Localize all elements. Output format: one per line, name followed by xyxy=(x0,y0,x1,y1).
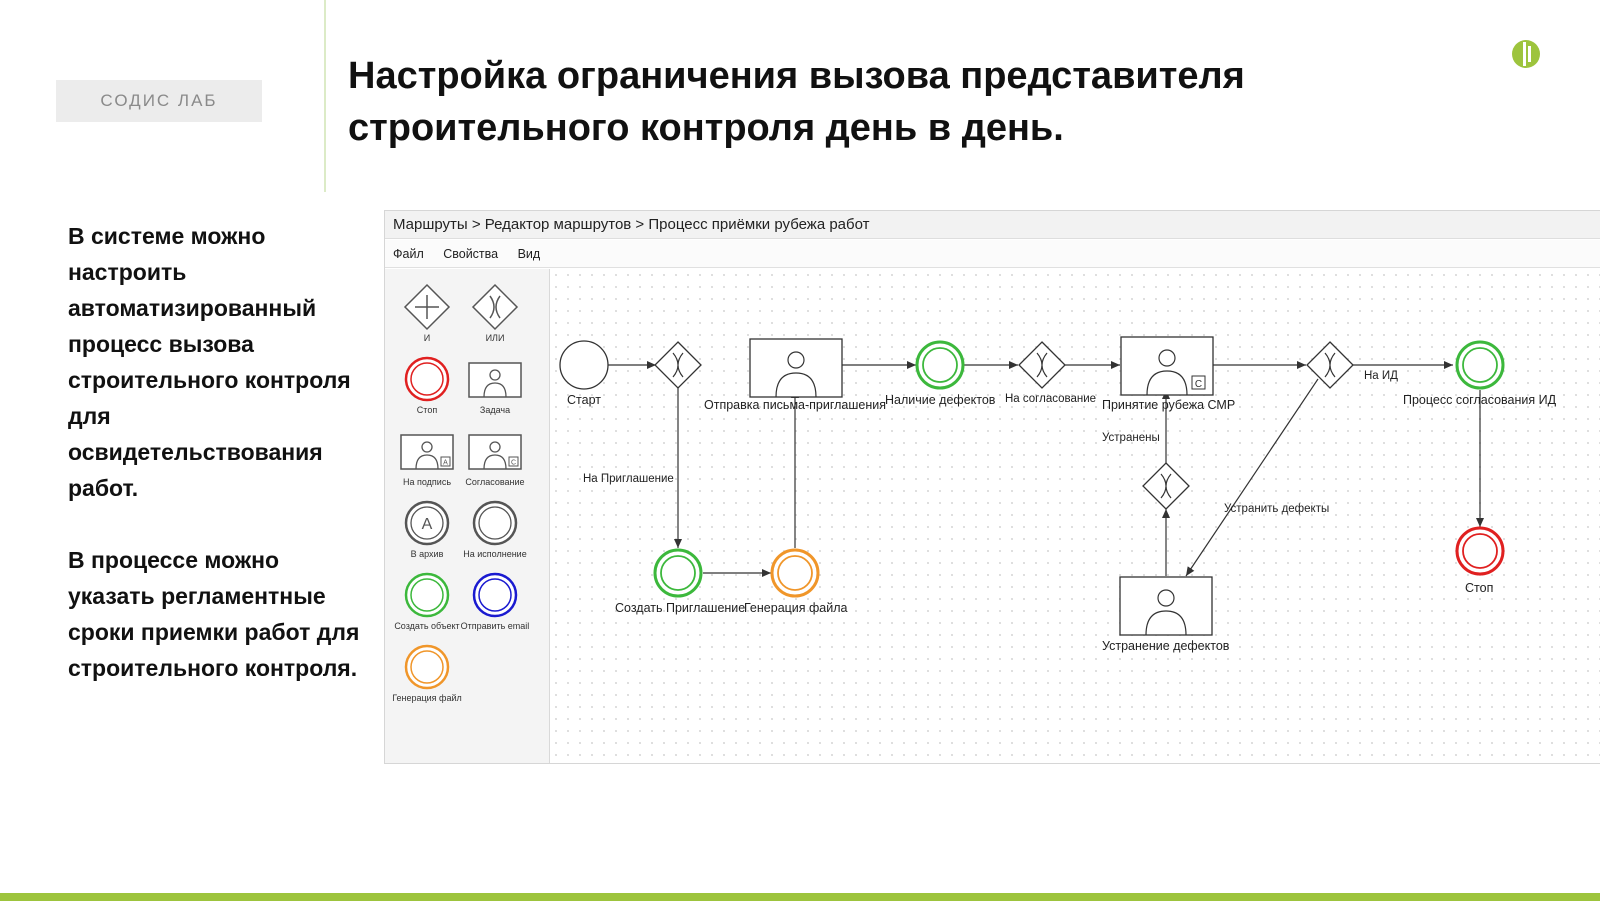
gateway-and-icon xyxy=(403,283,451,331)
palette-item-archive[interactable]: A В архив xyxy=(387,499,467,559)
svg-text:C: C xyxy=(1195,379,1202,390)
route-editor: Маршруты > Редактор маршрутов > Процесс … xyxy=(384,210,1600,764)
palette-label: Стоп xyxy=(416,405,438,415)
menu-file[interactable]: Файл xyxy=(393,247,424,261)
stop-event-icon xyxy=(404,356,450,402)
fix-defects-task[interactable] xyxy=(1119,576,1213,636)
palette-label: На исполнение xyxy=(463,549,527,559)
execute-event-icon xyxy=(472,500,518,546)
palette-label: Согласование xyxy=(465,477,525,487)
palette-item-stop[interactable]: Стоп xyxy=(387,355,467,415)
slide-title: Настройка ограничения вызова представите… xyxy=(348,55,1245,149)
company-badge: СОДИС ЛАБ xyxy=(56,80,262,122)
edge-fix-defects[interactable] xyxy=(1185,378,1319,577)
accept-smr-task[interactable]: C xyxy=(1120,336,1214,396)
task-icon xyxy=(468,362,522,398)
label-approval-gateway: На согласование xyxy=(1005,393,1096,405)
stop-event[interactable] xyxy=(1455,526,1505,576)
menu-bar: Файл Свойства Вид xyxy=(385,240,1600,268)
process-diagram: C xyxy=(559,336,1557,653)
palette-label: И xyxy=(423,333,431,343)
header-divider xyxy=(324,0,326,192)
gateway-or-icon xyxy=(471,283,519,331)
palette-item-approve[interactable]: C Согласование xyxy=(455,427,535,487)
label-fix-defects: Устранение дефектов xyxy=(1102,639,1230,653)
menu-properties[interactable]: Свойства xyxy=(443,247,499,261)
shape-palette: И ИЛИ Стоп Задача xyxy=(385,269,550,763)
label-edge-fixed: Устранены xyxy=(1102,432,1160,444)
task-sign-icon: A xyxy=(400,434,454,470)
label-id-process: Процесс согласования ИД xyxy=(1403,393,1557,407)
palette-item-and[interactable]: И xyxy=(387,283,467,343)
label-edge-to-id: На ИД xyxy=(1364,370,1398,382)
start-event[interactable] xyxy=(559,340,609,390)
label-create-invite: Создать Приглашение xyxy=(615,601,745,615)
palette-label: ИЛИ xyxy=(485,333,505,343)
palette-item-sign[interactable]: A На подпись xyxy=(387,427,467,487)
palette-label: В архив xyxy=(410,549,444,559)
palette-item-generate-file[interactable]: Генерация файл xyxy=(387,643,467,703)
send-email-event-icon xyxy=(472,572,518,618)
gateway-1[interactable] xyxy=(654,341,702,389)
palette-label: Отправить email xyxy=(460,621,530,631)
approval-gateway[interactable] xyxy=(1018,341,1066,389)
diagram-canvas[interactable]: C xyxy=(550,269,1600,763)
description-paragraph-1: В системе можно настроить автоматизирова… xyxy=(68,223,351,501)
palette-item-send-email[interactable]: Отправить email xyxy=(455,571,535,631)
description-paragraph-2: В процессе можно указать регламентные ср… xyxy=(68,547,360,681)
palette-label: Создать объект xyxy=(394,621,460,631)
palette-label: Генерация файл xyxy=(392,693,462,703)
label-start: Старт xyxy=(567,393,601,407)
archive-event-icon: A xyxy=(404,500,450,546)
label-stop: Стоп xyxy=(1465,581,1493,595)
company-logo-icon xyxy=(1512,40,1540,68)
label-defects-check: Наличие дефектов xyxy=(885,393,996,407)
label-generate-file: Генерация файла xyxy=(744,601,848,615)
palette-item-execute[interactable]: На исполнение xyxy=(455,499,535,559)
svg-text:C: C xyxy=(511,460,516,467)
label-accept-smr: Принятие рубежа СМР xyxy=(1102,398,1235,412)
footer-bar xyxy=(0,893,1600,901)
menu-view[interactable]: Вид xyxy=(517,247,541,261)
description: В системе можно настроить автоматизирова… xyxy=(68,218,368,686)
generate-file-event-icon xyxy=(404,644,450,690)
create-invite-event[interactable] xyxy=(653,548,703,598)
label-edge-fix: Устранить дефекты xyxy=(1224,503,1329,515)
gateway-3[interactable] xyxy=(1142,462,1190,510)
palette-item-task[interactable]: Задача xyxy=(455,355,535,415)
palette-label: На подпись xyxy=(402,477,452,487)
id-process-event[interactable] xyxy=(1455,340,1505,390)
svg-text:A: A xyxy=(443,460,448,467)
send-invite-task[interactable] xyxy=(749,338,843,398)
task-approve-icon: C xyxy=(468,434,522,470)
palette-item-create-object[interactable]: Создать объект xyxy=(387,571,467,631)
defects-check-event[interactable] xyxy=(915,340,965,390)
label-edge-to-invite: На Приглашение xyxy=(583,473,674,485)
svg-text:A: A xyxy=(422,516,433,533)
generate-file-event[interactable] xyxy=(770,548,820,598)
palette-label: Задача xyxy=(479,405,511,415)
palette-item-or[interactable]: ИЛИ xyxy=(455,283,535,343)
gateway-2[interactable] xyxy=(1306,341,1354,389)
breadcrumb[interactable]: Маршруты > Редактор маршрутов > Процесс … xyxy=(385,211,1600,239)
create-object-event-icon xyxy=(404,572,450,618)
label-send-invite: Отправка письма-приглашения xyxy=(704,398,886,412)
